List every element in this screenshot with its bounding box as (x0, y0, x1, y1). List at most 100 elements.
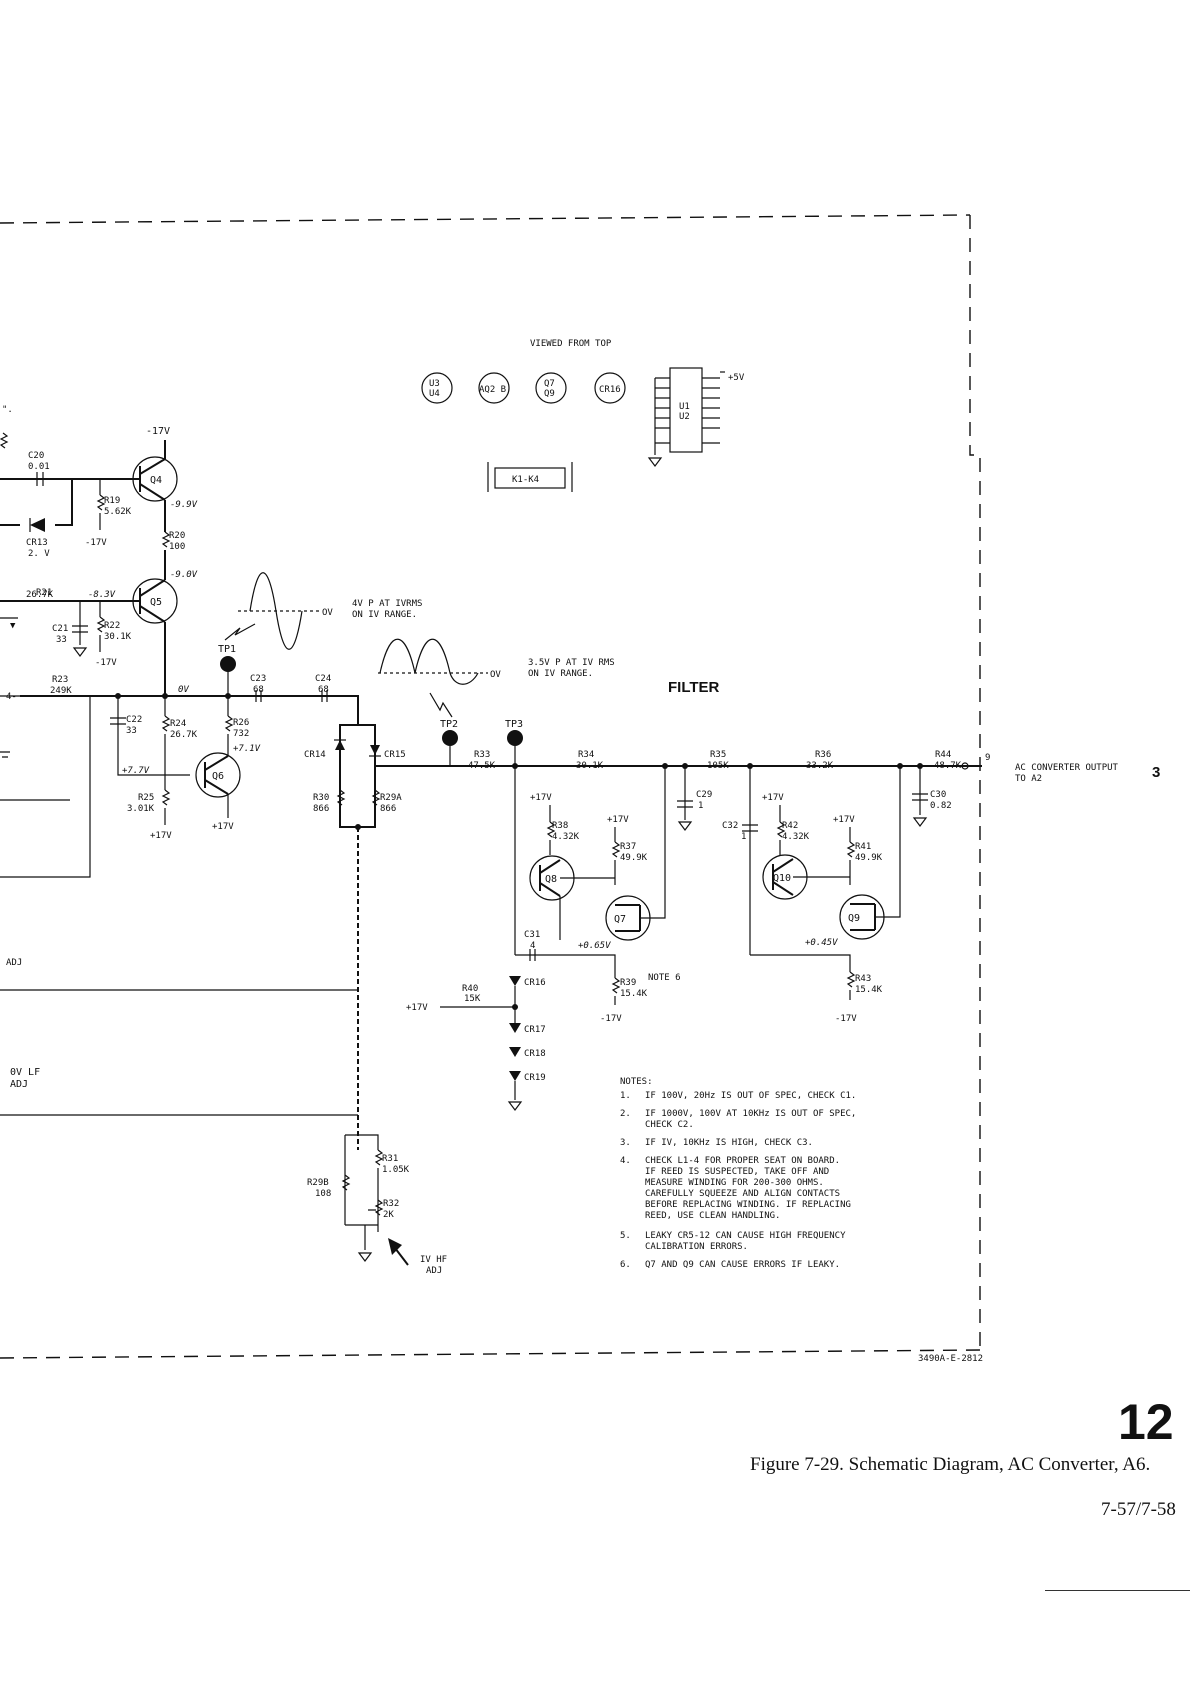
filter-label: FILTER (668, 679, 720, 696)
q4-label: Q4 (150, 475, 162, 486)
r22-supply: -17V (95, 658, 117, 668)
note-6: 6. Q7 AND Q9 CAN CAUSE ERRORS IF LEAKY. (620, 1260, 840, 1270)
r37-value: 49.9K (620, 853, 648, 863)
r41-ref: R41 (855, 842, 871, 852)
note-2-num: 2. (620, 1109, 631, 1119)
r40-value: 15K (464, 994, 481, 1004)
tp3-label: TP3 (505, 719, 523, 730)
r30-value: 866 (313, 804, 329, 814)
r32-ref: R32 (383, 1199, 399, 1209)
r39-ref: R39 (620, 978, 636, 988)
c23-ref: C23 (250, 674, 266, 684)
q4-collector-voltage: -17V (146, 426, 170, 437)
note-2: 2. IF 1000V, 100V AT 10KHz IS OUT OF SPE… (620, 1109, 862, 1130)
note6-label: NOTE 6 (648, 973, 681, 983)
notes-block: NOTES: 1. IF 100V, 20Hz IS OUT OF SPEC, … (620, 1077, 862, 1270)
tp2-label: TP2 (440, 719, 458, 730)
cr15-label: CR15 (384, 750, 406, 760)
hf-adj-label-2: ADJ (426, 1266, 442, 1276)
tp1-testpoint (220, 656, 236, 672)
aq2b-label: AQ2 B (479, 385, 506, 395)
q7-source-voltage: +0.65V (578, 941, 611, 951)
note-4-line-4: CAREFULLY SQUEEZE AND ALIGN CONTACTS (645, 1189, 840, 1199)
c31-ref: C31 (524, 930, 540, 940)
wave2-note-2: ON IV RANGE. (528, 669, 593, 679)
c20-value: 0.01 (28, 462, 50, 472)
r44-value: 48.7K (934, 761, 962, 771)
r34-ref: R34 (578, 750, 594, 760)
output-pin: 9 (985, 753, 990, 763)
c29-ref: C29 (696, 790, 712, 800)
note-3-num: 3. (620, 1138, 631, 1148)
r43-value: 15.4K (855, 985, 883, 995)
wave1-note-1: 4V P AT IVRMS (352, 599, 422, 609)
q10-label: Q10 (773, 873, 791, 884)
neg17-label: -17V (85, 538, 107, 548)
output-label-1: AC CONVERTER OUTPUT (1015, 763, 1119, 773)
aq2b-package (478, 372, 510, 404)
r36-value: 33.2K (806, 761, 834, 771)
wave2-ov: OV (490, 670, 501, 680)
cr18-diode (509, 1047, 521, 1057)
note-3: 3. IF IV, 10KHz IS HIGH, CHECK C3. (620, 1138, 813, 1148)
drawing-number: 3490A-E-2812 (918, 1354, 983, 1364)
cr13-ref: CR13 (26, 538, 48, 548)
note-5-line-1: LEAKY CR5-12 CAN CAUSE HIGH FREQUENCY (645, 1231, 846, 1241)
r21-value: 26.7K (26, 590, 54, 600)
c24-ref: C24 (315, 674, 331, 684)
r21-ref: R21 (36, 588, 52, 598)
r26-value: 732 (233, 729, 249, 739)
q9-source-voltage: +0.45V (805, 938, 838, 948)
lf-adj-label-1: 0V LF (10, 1067, 40, 1078)
r35-ref: R35 (710, 750, 726, 760)
output-label-2: TO A2 (1015, 774, 1042, 784)
r34-value: 30.1K (576, 761, 604, 771)
note-5-line-2: CALIBRATION ERRORS. (645, 1242, 748, 1252)
cr16-label: CR16 (524, 978, 546, 988)
r38-ref: R38 (552, 821, 568, 831)
note-3-line-1: IF IV, 10KHz IS HIGH, CHECK C3. (645, 1138, 813, 1148)
cr14-diode (335, 740, 345, 750)
notes-heading: NOTES: (620, 1077, 653, 1087)
r35-value: 105K (707, 761, 729, 771)
footer-rule (1045, 1590, 1190, 1591)
u2-label: U2 (679, 412, 690, 422)
r43-supply: -17V (835, 1014, 857, 1024)
svg-text:ADJ: ADJ (6, 958, 22, 968)
cr14-cr15-network: CR14 CR15 R30 866 R29A 866 (0, 695, 982, 1150)
q6-base-voltage: +7.7V (122, 766, 150, 776)
r22-value: 30.1K (104, 632, 132, 642)
q6-supply: +17V (212, 822, 234, 832)
q7-label: Q7 (614, 914, 626, 925)
r26-ref: R26 (233, 718, 249, 728)
r33-value: 47.5K (468, 761, 496, 771)
q7-pkg-label: Q7 (544, 379, 555, 389)
note-4-line-6: REED, USE CLEAN HANDLING. (645, 1211, 780, 1221)
r42-ref: R42 (782, 821, 798, 831)
tp2-testpoint (442, 730, 458, 746)
q5-collector-voltage: -9.0V (170, 570, 198, 580)
q5-label: Q5 (150, 597, 162, 608)
q10-supply: +17V (762, 793, 784, 803)
r29a-ref: R29A (380, 793, 402, 803)
r29b-value: 108 (315, 1189, 331, 1199)
q8-label: Q8 (545, 874, 557, 885)
u1-supply: +5V (728, 373, 745, 383)
r38-value: 4.32K (552, 832, 580, 842)
r24-value: 26.7K (170, 730, 198, 740)
cr16-package (594, 372, 626, 404)
wave2-note-1: 3.5V P AT IV RMS (528, 658, 615, 668)
zero-volt-label: 0V (178, 685, 189, 695)
q6-transistor (195, 752, 241, 798)
c30-value: 0.82 (930, 801, 952, 811)
wave1-note-2: ON IV RANGE. (352, 610, 417, 620)
r23-value: 249K (50, 686, 72, 696)
cr13-diode (30, 518, 45, 532)
board-outline (0, 214, 981, 1359)
r25-value: 3.01K (127, 804, 155, 814)
r31-value: 1.05K (382, 1165, 410, 1175)
cr16-pkg-label: CR16 (599, 385, 621, 395)
svg-text:▼: ▼ (10, 621, 16, 631)
r33-ref: R33 (474, 750, 490, 760)
cr18-label: CR18 (524, 1049, 546, 1059)
